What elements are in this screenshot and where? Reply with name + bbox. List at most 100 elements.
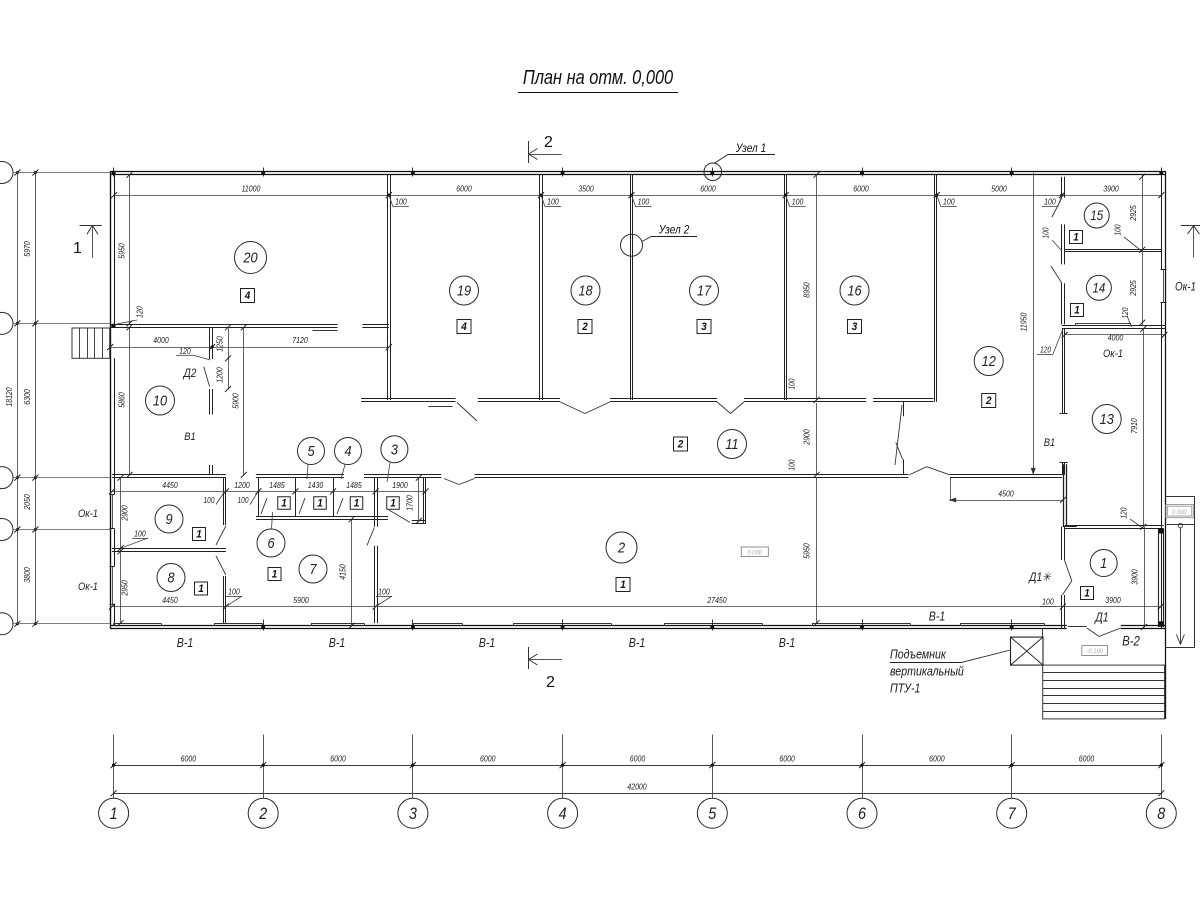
svg-text:1: 1 <box>1084 588 1090 600</box>
svg-text:100: 100 <box>1041 228 1051 239</box>
svg-text:120: 120 <box>1040 345 1051 355</box>
svg-text:1: 1 <box>1073 232 1079 244</box>
svg-text:100: 100 <box>395 197 407 207</box>
svg-text:5: 5 <box>307 442 314 459</box>
svg-text:1: 1 <box>620 580 626 592</box>
svg-text:100: 100 <box>787 460 797 471</box>
svg-text:100: 100 <box>1113 225 1123 236</box>
svg-text:2: 2 <box>617 539 625 556</box>
svg-text:Д2: Д2 <box>182 367 197 380</box>
svg-text:В-1: В-1 <box>629 636 646 650</box>
svg-text:2900: 2900 <box>802 429 812 446</box>
svg-text:ПТУ-1: ПТУ-1 <box>890 682 920 696</box>
svg-text:100: 100 <box>638 197 650 207</box>
svg-text:В-1: В-1 <box>177 636 194 650</box>
svg-text:10: 10 <box>153 392 167 409</box>
svg-text:6000: 6000 <box>480 754 496 764</box>
svg-text:В-1: В-1 <box>779 636 796 650</box>
svg-text:5950: 5950 <box>117 243 127 259</box>
svg-text:6000: 6000 <box>1079 754 1095 764</box>
svg-text:1: 1 <box>73 240 82 257</box>
svg-text:В1: В1 <box>1044 437 1055 449</box>
svg-text:5900: 5900 <box>293 595 309 605</box>
svg-text:120: 120 <box>1119 508 1129 519</box>
svg-text:3900: 3900 <box>1105 595 1121 605</box>
svg-text:8: 8 <box>167 569 174 586</box>
svg-text:7: 7 <box>309 560 317 577</box>
svg-text:2050: 2050 <box>22 494 32 511</box>
svg-text:100: 100 <box>228 587 240 597</box>
svg-text:13: 13 <box>1100 410 1114 427</box>
svg-text:2: 2 <box>258 805 267 823</box>
svg-text:1430: 1430 <box>308 480 324 490</box>
svg-text:2950: 2950 <box>120 580 130 597</box>
svg-text:2900: 2900 <box>120 505 130 522</box>
svg-text:1: 1 <box>110 805 118 823</box>
svg-text:6000: 6000 <box>853 184 869 194</box>
svg-text:Ок-1: Ок-1 <box>1175 281 1196 294</box>
svg-text:7910: 7910 <box>1129 418 1139 434</box>
svg-text:16: 16 <box>847 282 861 299</box>
svg-text:4500: 4500 <box>998 489 1014 499</box>
svg-text:2: 2 <box>985 396 992 408</box>
svg-text:42000: 42000 <box>627 782 647 792</box>
svg-text:2: 2 <box>677 439 684 451</box>
svg-text:100: 100 <box>238 495 249 505</box>
svg-text:5970: 5970 <box>22 241 32 257</box>
svg-text:Ок-1: Ок-1 <box>1103 348 1123 360</box>
svg-text:1200: 1200 <box>234 480 250 490</box>
svg-text:3: 3 <box>409 805 417 823</box>
svg-text:6000: 6000 <box>181 754 197 764</box>
svg-text:100: 100 <box>134 529 146 539</box>
svg-text:120: 120 <box>135 306 145 318</box>
svg-text:14: 14 <box>1093 281 1106 296</box>
svg-text:Д1: Д1 <box>1093 611 1108 625</box>
svg-text:1: 1 <box>281 498 287 510</box>
svg-text:вертикальный: вертикальный <box>890 665 964 679</box>
svg-text:2: 2 <box>581 322 588 334</box>
svg-text:2925: 2925 <box>1128 280 1138 297</box>
svg-text:11950: 11950 <box>1019 312 1029 331</box>
svg-text:Ок-1: Ок-1 <box>78 581 98 593</box>
svg-text:-0.100: -0.100 <box>1087 648 1104 656</box>
svg-text:11000: 11000 <box>242 184 261 194</box>
svg-text:6300: 6300 <box>22 389 32 405</box>
svg-text:100: 100 <box>378 587 390 597</box>
svg-text:6000: 6000 <box>330 754 346 764</box>
svg-text:1700: 1700 <box>405 495 415 511</box>
svg-text:6000: 6000 <box>456 184 472 194</box>
svg-text:4450: 4450 <box>162 480 178 490</box>
svg-text:3900: 3900 <box>1103 184 1119 194</box>
svg-text:1: 1 <box>1074 305 1080 317</box>
svg-text:2: 2 <box>544 134 553 151</box>
svg-text:100: 100 <box>792 197 804 207</box>
svg-text:Д1✳: Д1✳ <box>1027 571 1051 584</box>
svg-text:5: 5 <box>708 805 716 823</box>
svg-text:В-1: В-1 <box>329 636 346 650</box>
svg-text:0.000: 0.000 <box>747 549 762 557</box>
svg-text:Подъемник: Подъемник <box>890 648 946 662</box>
svg-text:4: 4 <box>460 322 467 334</box>
svg-text:1: 1 <box>317 498 323 510</box>
svg-text:100: 100 <box>1044 197 1056 207</box>
svg-text:100: 100 <box>787 379 797 390</box>
svg-text:7120: 7120 <box>292 335 308 345</box>
svg-text:100: 100 <box>204 495 215 505</box>
svg-text:4150: 4150 <box>338 564 348 580</box>
svg-text:27450: 27450 <box>706 595 727 605</box>
svg-text:6000: 6000 <box>630 754 646 764</box>
svg-text:15: 15 <box>1090 208 1103 223</box>
svg-text:3: 3 <box>852 322 858 334</box>
svg-text:6: 6 <box>858 805 866 823</box>
svg-text:6000: 6000 <box>929 754 945 764</box>
svg-text:8: 8 <box>1157 805 1165 823</box>
svg-text:19: 19 <box>457 282 471 299</box>
svg-text:6: 6 <box>267 534 274 551</box>
svg-text:3: 3 <box>701 322 707 334</box>
svg-text:4000: 4000 <box>1108 333 1124 343</box>
svg-text:5860: 5860 <box>117 392 127 408</box>
svg-text:18120: 18120 <box>4 387 14 407</box>
svg-text:3800: 3800 <box>22 567 32 583</box>
svg-text:Узел 2: Узел 2 <box>658 224 689 237</box>
svg-text:120: 120 <box>1120 308 1130 319</box>
